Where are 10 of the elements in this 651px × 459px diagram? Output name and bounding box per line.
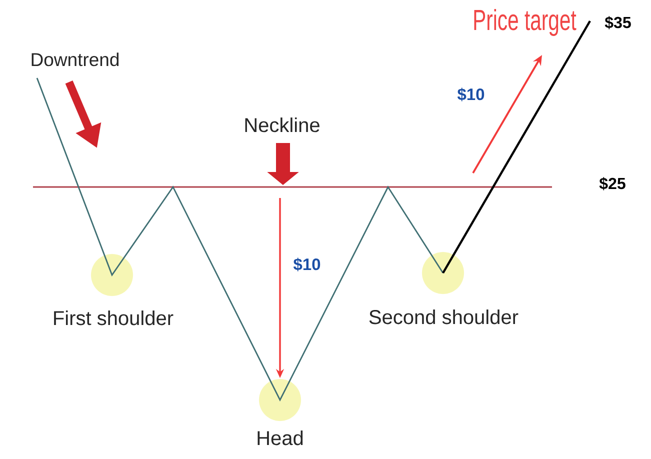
- text-label: Second shoulder: [369, 310, 518, 324]
- price-label: $35: [604, 16, 631, 30]
- measure-label: $10: [293, 258, 320, 272]
- text-label: First shoulder: [54, 310, 174, 326]
- text-label: Head: [258, 430, 303, 446]
- text-label: Neckline: [245, 118, 320, 132]
- measure-label: $10: [457, 88, 484, 102]
- price-label: $25: [599, 177, 626, 190]
- text-label: Downtrend: [32, 52, 119, 66]
- text-label: Price target: [474, 8, 576, 36]
